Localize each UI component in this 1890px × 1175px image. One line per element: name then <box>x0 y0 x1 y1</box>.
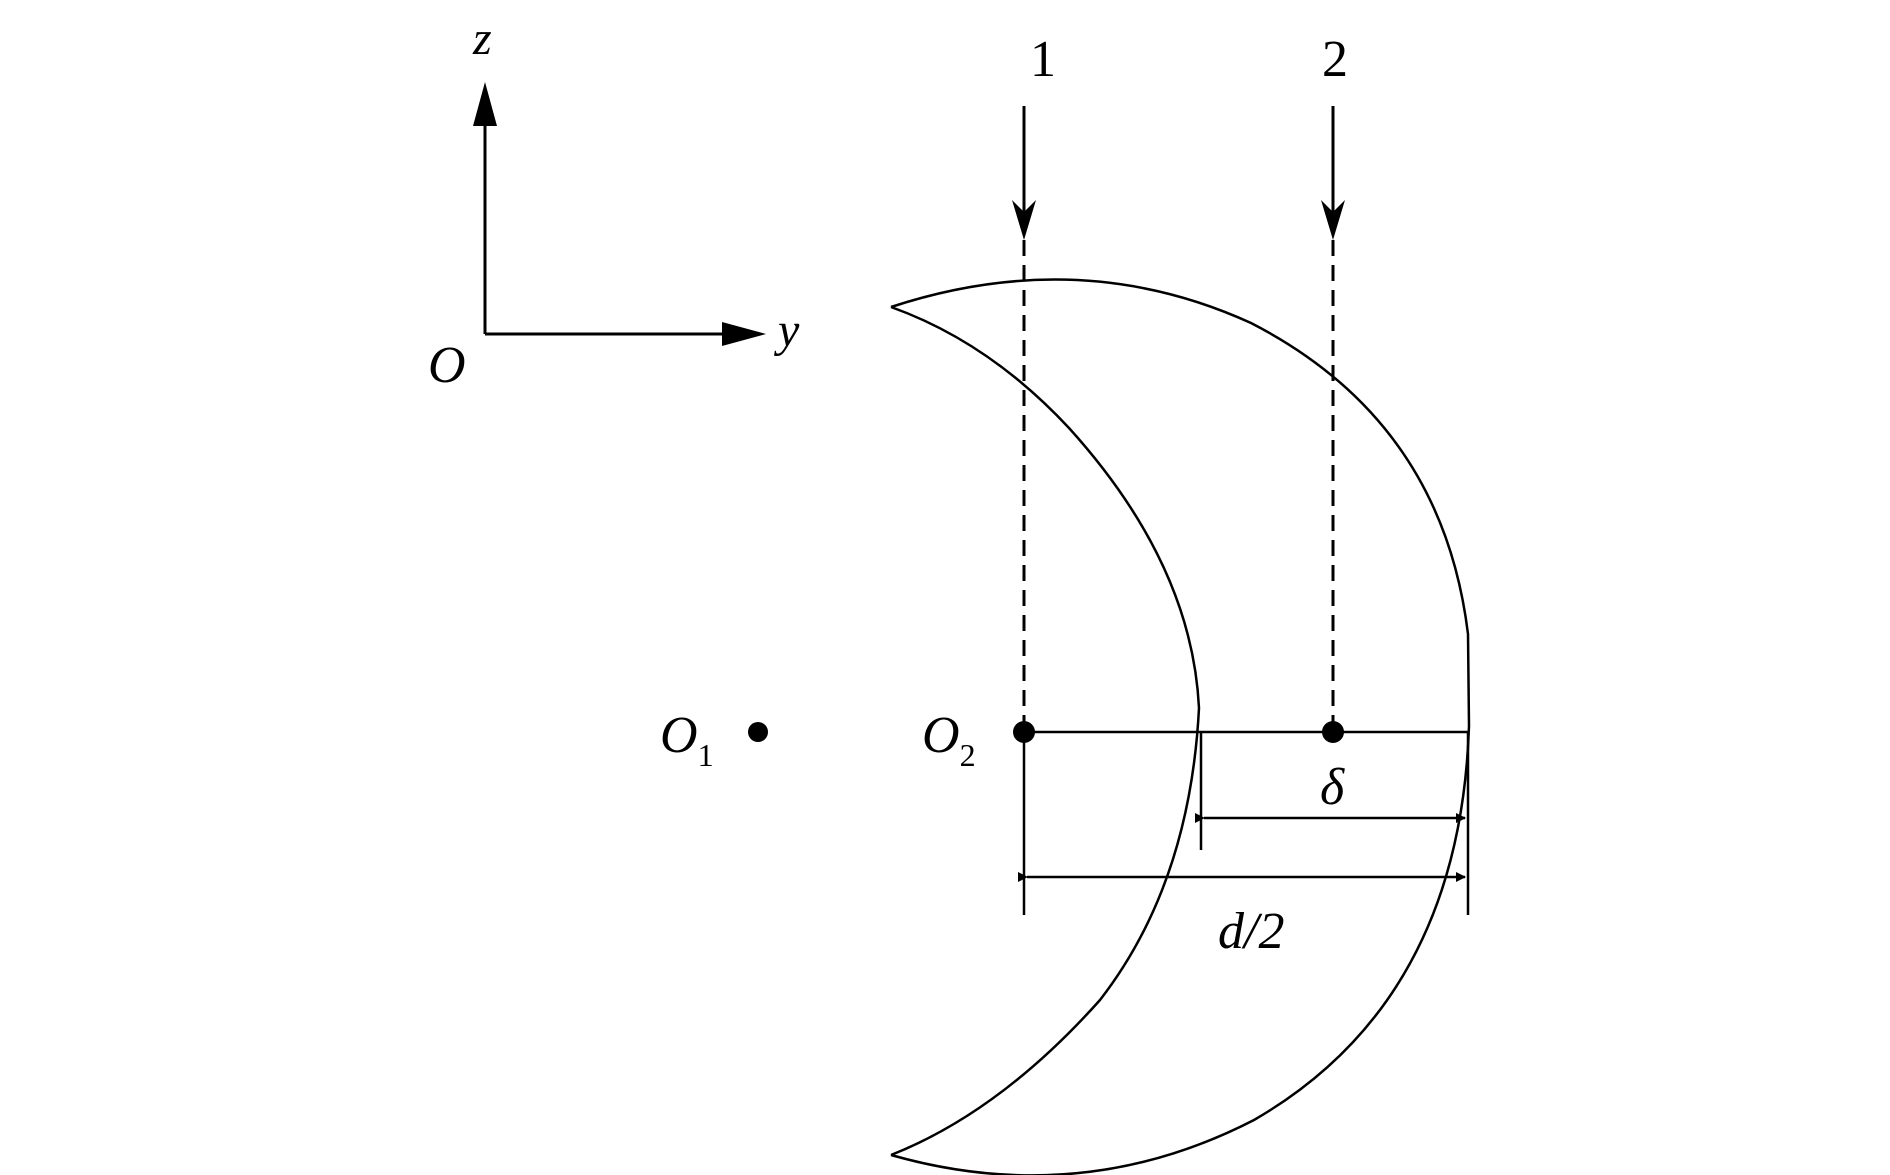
ray-2-intersection-dot <box>1322 721 1344 743</box>
ray-1: 1 <box>1012 31 1056 732</box>
y-axis-arrowhead <box>722 322 766 346</box>
origin-label: O <box>428 337 466 394</box>
y-axis-label: y <box>773 304 800 357</box>
point-o1: O1 <box>660 707 768 773</box>
o2-label: O2 <box>922 707 976 773</box>
ray-1-label: 1 <box>1030 31 1056 88</box>
crescent-shape <box>890 278 1471 1175</box>
delta-label: δ <box>1320 759 1345 816</box>
coordinate-axes: z y O <box>428 12 800 394</box>
o1-dot <box>748 722 768 742</box>
point-o2: O2 <box>922 707 1035 773</box>
o1-subscript: 1 <box>698 737 714 773</box>
o1-label: O1 <box>660 707 714 773</box>
z-axis-arrowhead <box>473 82 497 126</box>
crescent-outer-arc <box>890 278 1471 1175</box>
ray-2-arrowhead <box>1321 200 1345 240</box>
half-diameter-label: d/2 <box>1218 903 1284 960</box>
z-axis-label: z <box>472 12 492 65</box>
ray-1-arrowhead <box>1012 200 1036 240</box>
ray-2-label: 2 <box>1322 31 1348 88</box>
ray-2: 2 <box>1321 31 1348 732</box>
o2-subscript: 2 <box>960 737 976 773</box>
dimension-lines: δ d/2 <box>1018 732 1470 960</box>
crescent-inner-arc <box>890 305 1201 1157</box>
